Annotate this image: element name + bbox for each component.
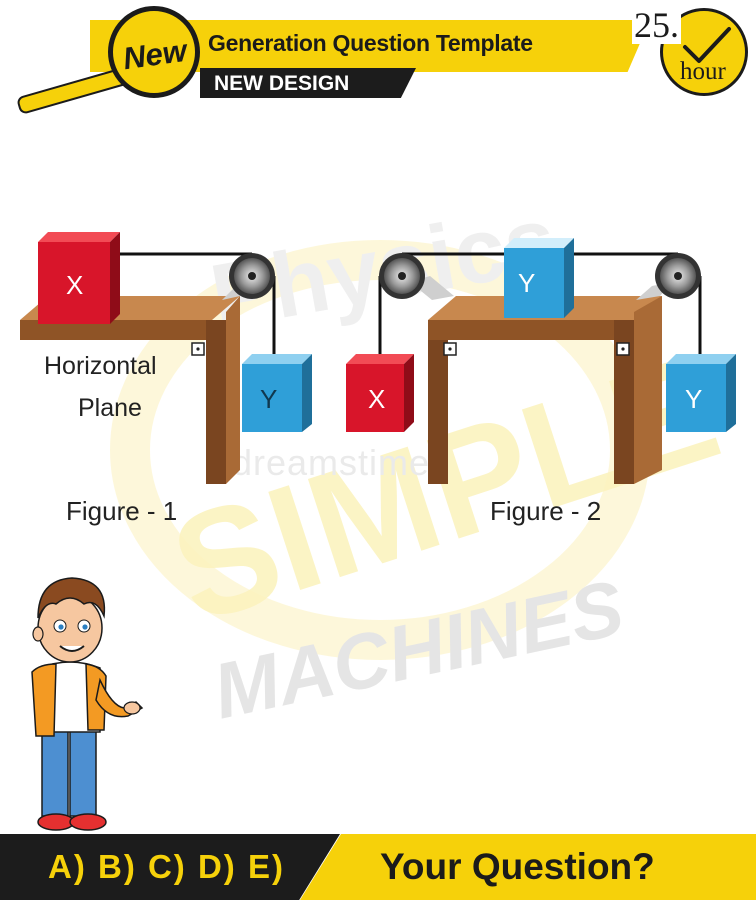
fig2-block-y-table-label: Y bbox=[518, 268, 536, 298]
timer-number: 25. bbox=[632, 5, 681, 45]
fig1-block-x-label: X bbox=[66, 270, 84, 300]
fig2-block-y-hanging-label: Y bbox=[685, 384, 703, 414]
new-design-label: NEW DESIGN bbox=[214, 72, 350, 95]
fig1-block-y bbox=[242, 364, 302, 432]
fig2-table-front bbox=[428, 320, 634, 340]
timer-unit: hour bbox=[680, 58, 726, 85]
fig2-table-leg-right bbox=[614, 320, 634, 484]
figure-2 bbox=[346, 238, 736, 484]
plane-label-line1: Horizontal bbox=[44, 352, 157, 380]
fig1-block-x bbox=[38, 242, 110, 324]
fig1-table-leg bbox=[206, 320, 226, 484]
boy-illustration bbox=[31, 577, 144, 831]
question-prompt: Your Question? bbox=[380, 846, 655, 887]
fig2-block-x bbox=[346, 364, 404, 432]
answer-options: A) B) C) D) E) bbox=[48, 848, 285, 885]
fig1-table-front bbox=[20, 320, 226, 340]
new-badge: New bbox=[108, 6, 200, 98]
clock-icon bbox=[660, 8, 748, 96]
new-design-tag: NEW DESIGN bbox=[200, 68, 416, 98]
watermark-site: dreamstime bbox=[232, 442, 430, 483]
header-title: Generation Question Template bbox=[208, 30, 533, 56]
footer-question-band bbox=[300, 834, 756, 900]
fig2-block-y-table bbox=[504, 248, 564, 318]
fig2-block-y-hanging bbox=[666, 364, 726, 432]
fig1-block-y-label: Y bbox=[260, 384, 278, 414]
footer-options-band bbox=[0, 834, 340, 900]
figure-1 bbox=[20, 232, 312, 484]
plane-label-line2: Plane bbox=[78, 394, 142, 422]
fig2-block-x-label: X bbox=[368, 384, 386, 414]
fig2-table-leg-left bbox=[428, 340, 448, 484]
figure-1-caption: Figure - 1 bbox=[66, 496, 178, 526]
figure-2-caption: Figure - 2 bbox=[490, 496, 602, 526]
